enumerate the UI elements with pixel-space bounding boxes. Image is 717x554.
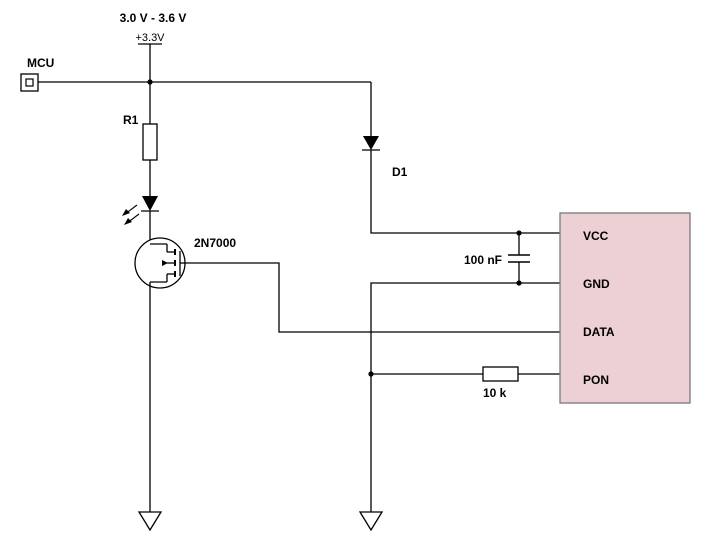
junction-top: [147, 79, 153, 85]
supply-rail-label: +3.3V: [135, 32, 165, 44]
led-triangle: [142, 196, 158, 211]
module-pin-pon: PON: [583, 373, 609, 387]
mosfet-label: 2N7000: [194, 236, 236, 250]
module-pin-vcc: VCC: [583, 229, 609, 243]
module-pin-data: DATA: [583, 325, 615, 339]
r1-label: R1: [123, 113, 139, 127]
led-light-arrows-icon: [122, 204, 140, 225]
module-pin-gnd: GND: [583, 277, 610, 291]
mosfet-symbol: [134, 237, 186, 289]
sensor-module-box: [559, 212, 691, 404]
ground-right-icon: [358, 511, 384, 532]
resistor-10k-label: 10 k: [483, 386, 507, 400]
ground-left-icon: [137, 511, 163, 532]
d1-label: D1: [392, 165, 408, 179]
wire-gnd-net: [370, 282, 560, 512]
resistor-10k: [482, 366, 519, 382]
supply-voltage-range-label: 3.0 V - 3.6 V: [120, 11, 187, 25]
mcu-connector-inner: [25, 78, 34, 87]
d1-triangle: [363, 136, 379, 150]
mcu-connector-label: MCU: [27, 56, 54, 70]
wire-d1-to-vcc: [370, 150, 560, 234]
wire-gate-to-data: [186, 262, 560, 333]
capacitor-label: 100 nF: [464, 253, 502, 267]
r1-resistor: [142, 123, 158, 161]
